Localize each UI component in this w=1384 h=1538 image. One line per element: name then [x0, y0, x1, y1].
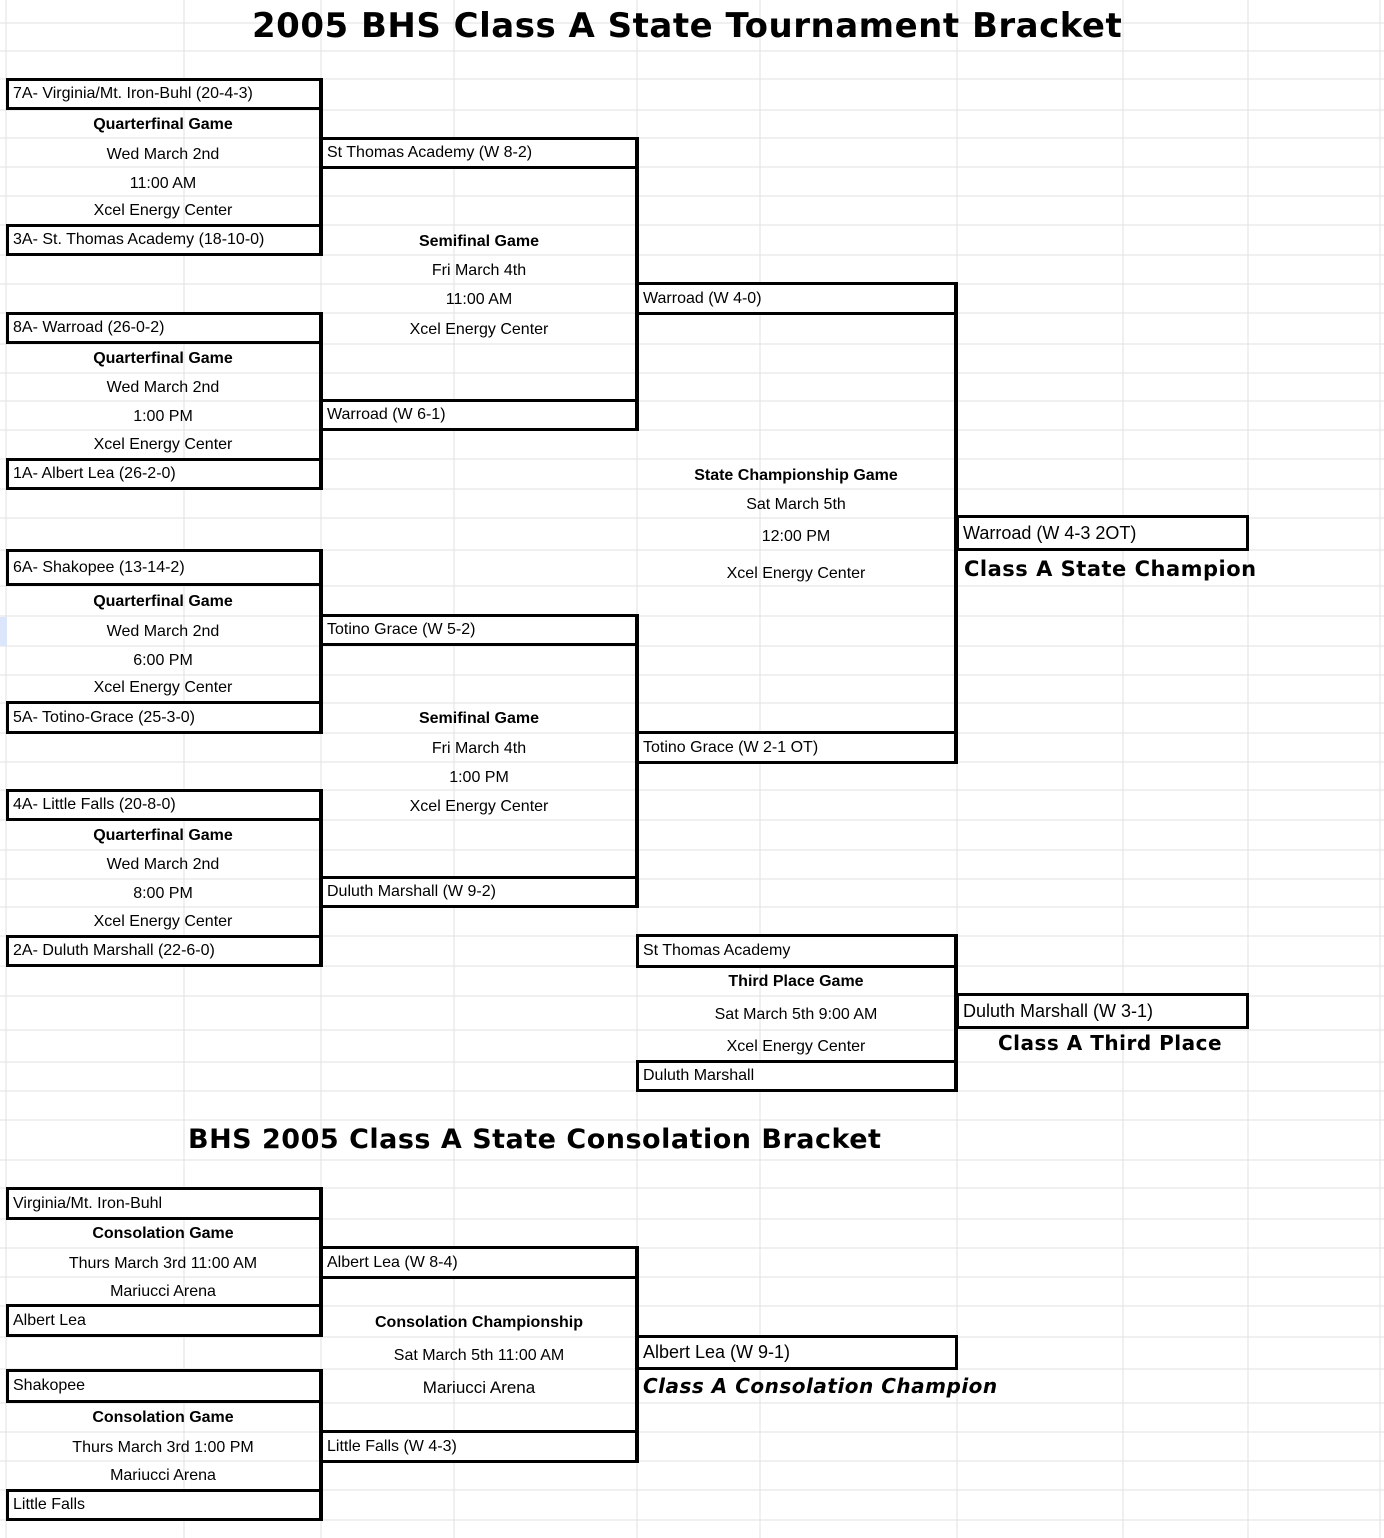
qf4-date: Wed March 2nd	[106, 856, 220, 873]
sf1-label: Semifinal Game	[418, 233, 540, 250]
sf1-date: Fri March 4th	[431, 262, 527, 279]
qf3-label: Quarterfinal Game	[93, 593, 233, 610]
consolation-title: BHS 2005 Class A State Consolation Brack…	[188, 1124, 882, 1155]
sf2-venue: Xcel Energy Center	[409, 798, 549, 815]
qf4-time: 8:00 PM	[133, 885, 193, 902]
sf2-label: Semifinal Game	[418, 710, 540, 727]
qf3-date: Wed March 2nd	[106, 623, 220, 640]
qf4-venue: Xcel Energy Center	[93, 913, 233, 930]
sf2-time: 1:00 PM	[449, 769, 509, 786]
qf2-label: Quarterfinal Game	[93, 350, 233, 367]
qf1-team-bottom[interactable]: 3A- St. Thomas Academy (18-10-0)	[6, 224, 323, 256]
qf3-team-top[interactable]: 6A- Shakopee (13-14-2)	[6, 549, 323, 586]
qf3-team-bottom[interactable]: 5A- Totino-Grace (25-3-0)	[6, 701, 323, 734]
final-date: Sat March 5th	[746, 496, 846, 513]
row-selection-marker	[0, 617, 7, 646]
qf1-team-top[interactable]: 7A- Virginia/Mt. Iron-Buhl (20-4-3)	[6, 78, 323, 110]
cc-team-top[interactable]: Albert Lea (W 8-4)	[320, 1246, 639, 1279]
cg2-date-time: Thurs March 3rd 1:00 PM	[72, 1439, 254, 1456]
cc-label: Consolation Championship	[375, 1314, 583, 1331]
qf1-venue: Xcel Energy Center	[93, 202, 233, 219]
qf4-team-top[interactable]: 4A- Little Falls (20-8-0)	[6, 789, 323, 821]
cg1-label: Consolation Game	[92, 1225, 234, 1242]
third-date-time: Sat March 5th 9:00 AM	[714, 1006, 878, 1023]
sf2-team-top[interactable]: Totino Grace (W 5-2)	[320, 614, 639, 646]
qf2-team-bottom[interactable]: 1A- Albert Lea (26-2-0)	[6, 458, 323, 490]
qf3-venue: Xcel Energy Center	[93, 679, 233, 696]
final-time: 12:00 PM	[761, 528, 831, 545]
third-team-top[interactable]: St Thomas Academy	[636, 934, 958, 968]
cc-team-bottom[interactable]: Little Falls (W 4-3)	[320, 1430, 639, 1463]
cg2-team-bottom[interactable]: Little Falls	[6, 1489, 323, 1521]
main-title: 2005 BHS Class A State Tournament Bracke…	[252, 6, 1123, 46]
qf1-label: Quarterfinal Game	[93, 116, 233, 133]
qf4-label: Quarterfinal Game	[93, 827, 233, 844]
third-venue: Xcel Energy Center	[726, 1038, 866, 1055]
qf1-date: Wed March 2nd	[106, 146, 220, 163]
sf1-team-bottom[interactable]: Warroad (W 6-1)	[320, 399, 639, 431]
qf2-time: 1:00 PM	[133, 408, 193, 425]
cg1-venue: Mariucci Arena	[110, 1283, 216, 1300]
third-place-award-label: Class A Third Place	[998, 1031, 1223, 1055]
cg2-label: Consolation Game	[92, 1409, 234, 1426]
consolation-champion-award-label: Class A Consolation Champion	[643, 1374, 998, 1398]
sf1-venue: Xcel Energy Center	[409, 321, 549, 338]
champion-award-label: Class A State Champion	[964, 557, 1257, 581]
third-label: Third Place Game	[728, 973, 864, 990]
qf1-time: 11:00 AM	[129, 175, 197, 192]
sf2-team-bottom[interactable]: Duluth Marshall (W 9-2)	[320, 876, 639, 908]
consolation-champion-box[interactable]: Albert Lea (W 9-1)	[636, 1335, 958, 1370]
cg2-team-top[interactable]: Shakopee	[6, 1369, 323, 1403]
final-team-top[interactable]: Warroad (W 4-0)	[636, 282, 958, 315]
sf1-team-top[interactable]: St Thomas Academy (W 8-2)	[320, 137, 639, 169]
champion-box[interactable]: Warroad (W 4-3 2OT)	[956, 515, 1249, 551]
cc-venue: Mariucci Arena	[422, 1378, 536, 1397]
cg2-venue: Mariucci Arena	[110, 1467, 216, 1484]
third-place-box[interactable]: Duluth Marshall (W 3-1)	[956, 993, 1249, 1029]
qf3-time: 6:00 PM	[133, 652, 193, 669]
qf2-date: Wed March 2nd	[106, 379, 220, 396]
third-team-bottom[interactable]: Duluth Marshall	[636, 1060, 958, 1092]
cg1-team-top[interactable]: Virginia/Mt. Iron-Buhl	[6, 1187, 323, 1220]
cg1-date-time: Thurs March 3rd 11:00 AM	[68, 1255, 258, 1272]
final-venue: Xcel Energy Center	[726, 565, 866, 582]
sf1-time: 11:00 AM	[445, 291, 513, 308]
final-team-bottom[interactable]: Totino Grace (W 2-1 OT)	[636, 731, 958, 764]
qf2-venue: Xcel Energy Center	[93, 436, 233, 453]
qf4-team-bottom[interactable]: 2A- Duluth Marshall (22-6-0)	[6, 935, 323, 967]
cg1-team-bottom[interactable]: Albert Lea	[6, 1304, 323, 1337]
sf2-date: Fri March 4th	[431, 740, 527, 757]
final-label: State Championship Game	[694, 467, 898, 484]
cc-date-time: Sat March 5th 11:00 AM	[393, 1347, 565, 1364]
qf2-team-top[interactable]: 8A- Warroad (26-0-2)	[6, 312, 323, 344]
